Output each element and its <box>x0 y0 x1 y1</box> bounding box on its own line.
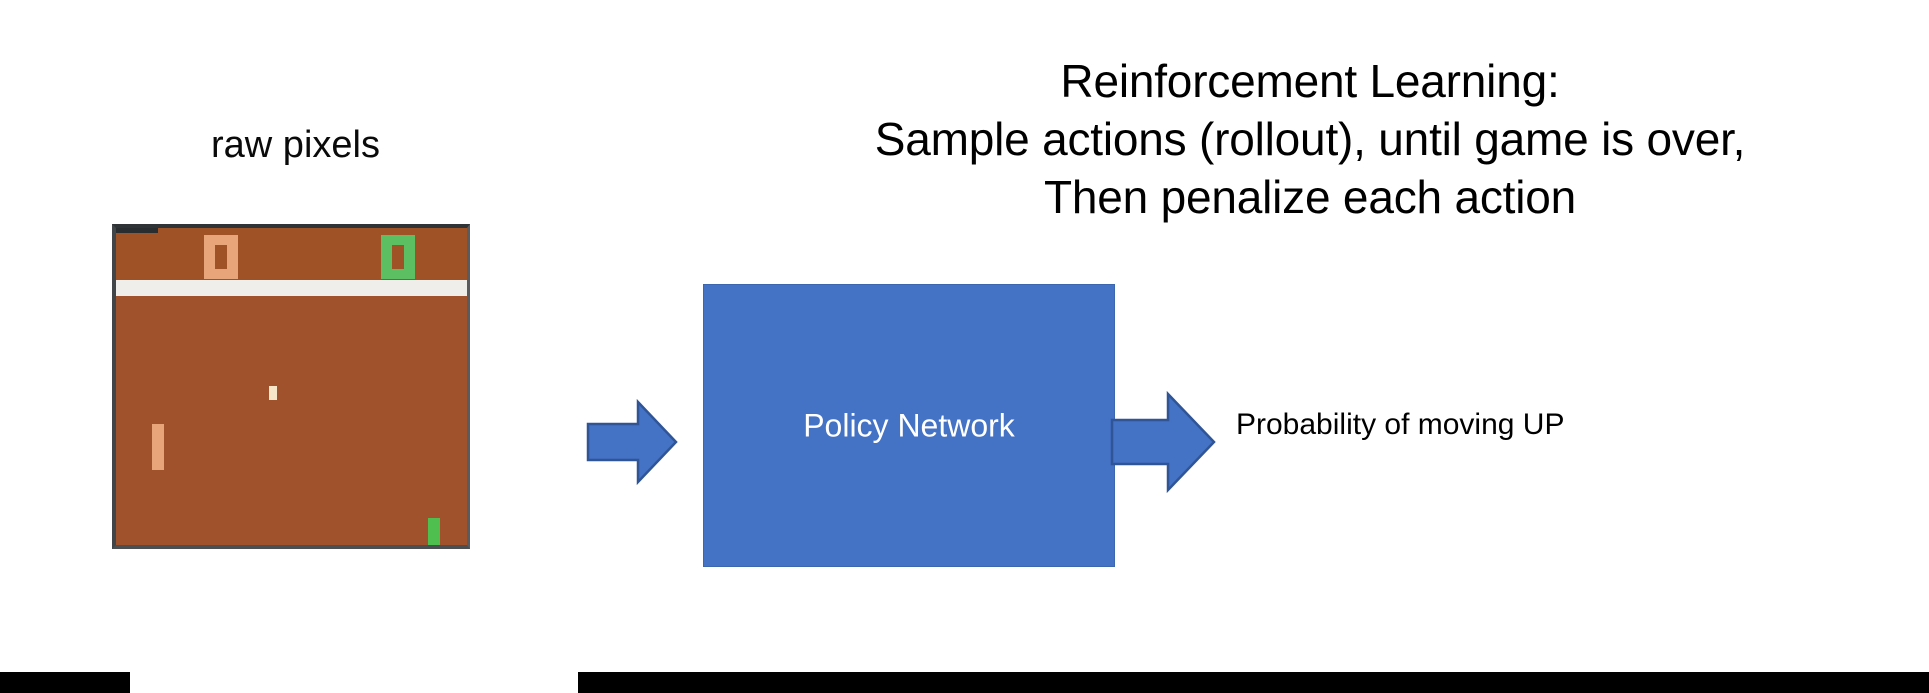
raw-pixels-label: raw pixels <box>211 124 380 166</box>
probability-output-label: Probability of moving UP <box>1236 408 1565 441</box>
arrow-right-to-probability <box>1110 388 1216 501</box>
pong-play-field <box>116 296 467 545</box>
bottom-black-bar-right <box>578 672 1929 693</box>
pong-top-notch <box>116 228 158 233</box>
pong-game-screenshot <box>112 224 470 549</box>
pong-ball <box>269 386 277 400</box>
policy-network-label: Policy Network <box>803 407 1015 443</box>
pong-paddle-left <box>152 424 164 470</box>
pong-paddle-right <box>428 518 440 545</box>
arrow-right-to-policy-network <box>586 396 678 493</box>
policy-network-box[interactable]: Policy Network <box>703 284 1115 567</box>
pong-divider-bar <box>116 280 467 296</box>
title-line-2: Sample actions (rollout), until game is … <box>874 113 1746 165</box>
pong-scoreboard-band <box>116 228 467 280</box>
page-title: Reinforcement Learning: Sample actions (… <box>700 52 1920 226</box>
pong-score-left <box>204 235 238 279</box>
title-line-3: Then penalize each action <box>1043 171 1577 223</box>
title-line-1: Reinforcement Learning: <box>1060 55 1560 107</box>
bottom-black-bar-left <box>0 672 130 693</box>
pong-score-right <box>381 235 415 279</box>
